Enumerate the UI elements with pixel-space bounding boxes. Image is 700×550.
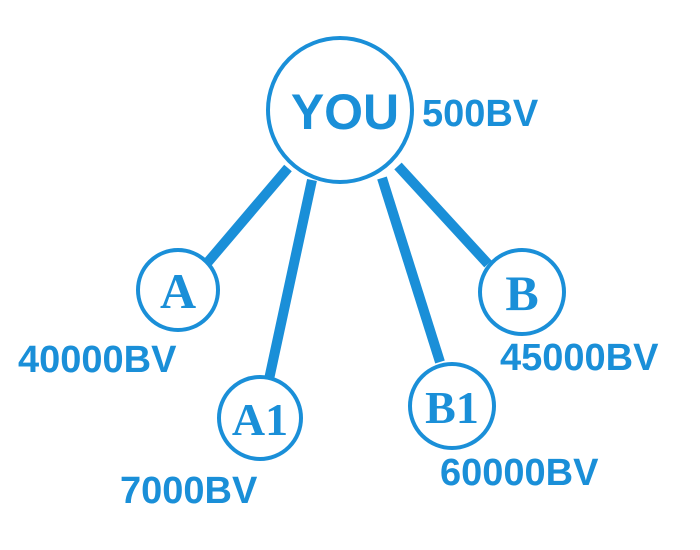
edge-you-to-b — [394, 162, 492, 268]
bv-label-you: 500BV — [422, 93, 539, 135]
tree-edges — [204, 162, 492, 386]
bv-labels: 500BV 40000BV 7000BV 60000BV 45000BV — [18, 93, 659, 512]
node-a-label: A — [160, 263, 196, 319]
edge-you-to-a — [204, 164, 292, 266]
node-a: A — [136, 248, 220, 332]
edge-you-to-b1 — [377, 176, 445, 364]
bv-label-a1: 7000BV — [120, 470, 258, 512]
node-you-label: YOU — [291, 84, 399, 140]
node-b-circle — [478, 248, 566, 336]
edge-you-to-a1 — [263, 178, 317, 386]
node-b-label: B — [505, 265, 538, 321]
node-b1-label: B1 — [425, 382, 479, 433]
node-b1: B1 — [408, 362, 496, 450]
node-you: YOU — [266, 36, 414, 184]
bv-label-a: 40000BV — [18, 339, 177, 381]
node-a1: A1 — [217, 375, 303, 461]
bv-label-b: 45000BV — [500, 337, 659, 379]
node-you-circle — [266, 36, 414, 184]
node-b: B — [478, 248, 566, 336]
node-a1-label: A1 — [232, 394, 288, 445]
node-a-circle — [136, 248, 220, 332]
node-a1-circle — [217, 375, 303, 461]
node-b1-circle — [408, 362, 496, 450]
bv-label-b1: 60000BV — [440, 452, 599, 494]
